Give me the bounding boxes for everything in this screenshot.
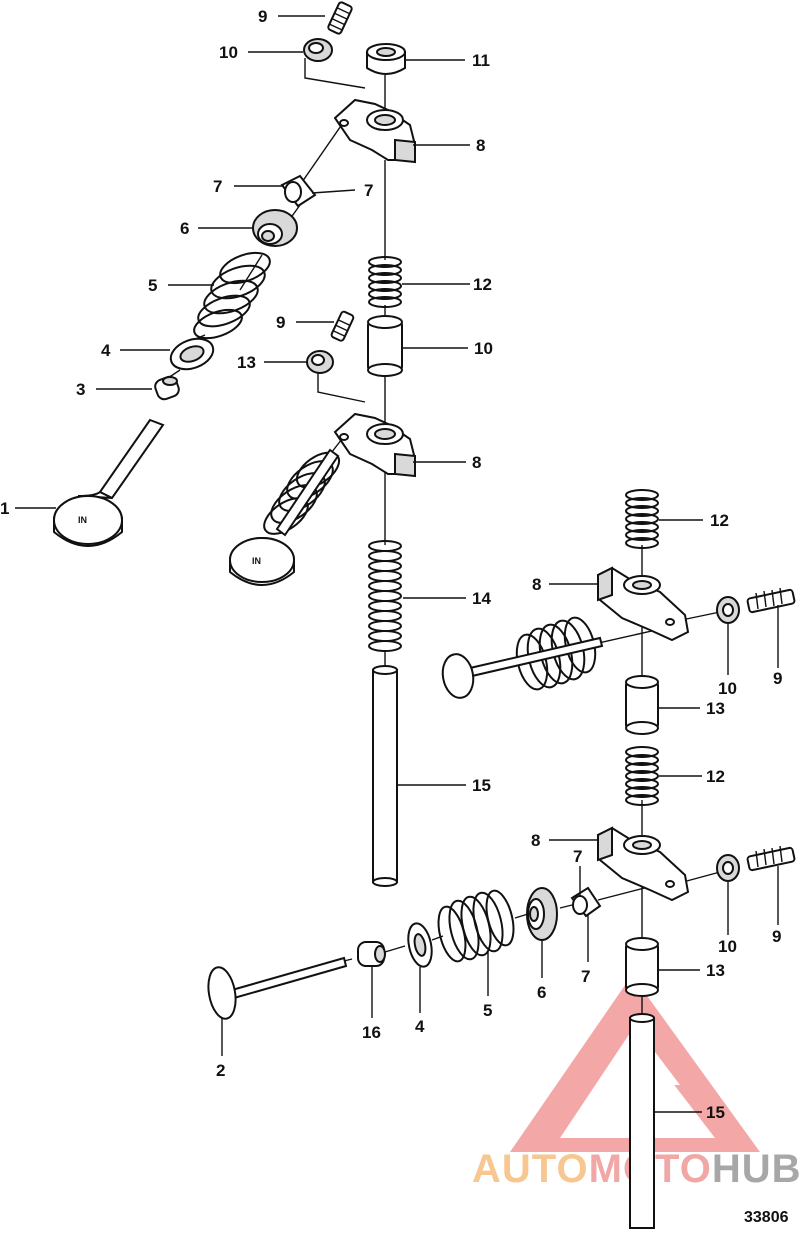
spring-cap — [366, 43, 406, 75]
callout-10: 10 — [718, 679, 737, 698]
rocker-arm-second — [333, 412, 417, 478]
rocker-spring-top — [368, 256, 402, 308]
callout-12: 12 — [710, 511, 729, 530]
rocker-spring-right-upper — [625, 489, 659, 549]
intake-valve-left: IN — [53, 418, 165, 547]
adjusting-screw-right-lower — [746, 845, 796, 872]
figure-number: 33806 — [744, 1209, 789, 1226]
callout-10: 10 — [718, 937, 737, 956]
watermark-triangle-logo — [510, 975, 760, 1152]
callout-7: 7 — [364, 181, 373, 200]
watermark-hub: HUB — [712, 1147, 800, 1191]
callout-6: 6 — [537, 983, 546, 1002]
callout-9: 9 — [276, 313, 285, 332]
valve-stem-seal-top — [154, 375, 180, 401]
callout-13: 10 — [474, 339, 493, 358]
callout-13: 13 — [706, 699, 725, 718]
callout-1: 1 — [0, 499, 9, 518]
leader-lines — [15, 15, 779, 1113]
callout-7: 7 — [581, 967, 590, 986]
watermark-auto: AUTO — [472, 1147, 589, 1191]
callout-2: 2 — [216, 1061, 225, 1080]
callout-4: 4 — [415, 1017, 425, 1036]
callout-5: 5 — [483, 1001, 492, 1020]
intake-valve-stamp: IN — [78, 515, 87, 525]
callout-8: 8 — [531, 831, 540, 850]
adjusting-screw-second — [330, 310, 355, 342]
callout-9: 9 — [258, 7, 267, 26]
callout-12: 12 — [706, 767, 725, 786]
callout-11: 11 — [472, 51, 490, 70]
pushrod-guide-right-upper — [625, 675, 659, 735]
valve-keepers-top — [280, 174, 317, 208]
intake-valve-assembly-stamp: IN — [252, 556, 261, 566]
rocker-arm-right-lower — [596, 826, 690, 902]
pushrod-right — [629, 1013, 655, 1229]
valve-stem-seal-lower — [357, 941, 386, 967]
rocker-arm-right-upper — [596, 566, 690, 642]
valve-spring-top — [193, 251, 271, 340]
spring-seat-washer-top — [169, 337, 215, 371]
spring-retainer-lower — [526, 887, 558, 941]
rocker-arm-top — [333, 98, 417, 164]
callout-8: 8 — [532, 575, 541, 594]
callout-3: 3 — [76, 380, 85, 399]
pushrod-guide-top — [367, 315, 403, 377]
pushrod-spring — [368, 540, 402, 652]
callout-12: 12 — [473, 275, 492, 294]
lock-nut-second — [306, 350, 334, 374]
intake-valve-assembly: IN — [229, 448, 341, 586]
callout-labels: 9 10 11 8 7 7 6 12 5 9 10 13 4 3 8 1 14 … — [0, 7, 782, 1122]
callout-8: 8 — [472, 453, 481, 472]
callout-16: 16 — [362, 1023, 381, 1042]
lock-nut-top — [303, 38, 333, 62]
adjusting-screw-right-upper — [746, 587, 796, 614]
pushrod-guide-right-lower — [625, 937, 659, 997]
spring-retainer-top — [252, 209, 298, 247]
callout-7: 7 — [573, 847, 582, 866]
valve-keepers-lower — [570, 886, 602, 918]
callout-14: 14 — [472, 589, 491, 608]
callout-9: 9 — [773, 669, 782, 688]
callout-6: 6 — [180, 219, 189, 238]
exhaust-valve-lower — [207, 956, 348, 1020]
rocker-spring-right-lower — [625, 746, 659, 806]
callout-9: 9 — [772, 927, 781, 946]
pushrod-center — [372, 665, 398, 887]
adjusting-screw-top — [327, 1, 353, 35]
callout-10: 13 — [237, 353, 256, 372]
callout-4: 4 — [101, 341, 111, 360]
exhaust-valve-assembly-upper — [441, 616, 604, 699]
lock-nut-right-lower — [716, 854, 740, 882]
callout-7: 7 — [213, 177, 222, 196]
callout-15: 15 — [472, 776, 491, 795]
valve-spring-lower — [437, 889, 515, 963]
callout-10: 10 — [219, 43, 238, 62]
callout-15: 15 — [706, 1103, 725, 1122]
lock-nut-right-upper — [716, 596, 740, 624]
callout-13: 13 — [706, 961, 725, 980]
callout-8: 8 — [476, 136, 485, 155]
callout-5: 5 — [148, 276, 157, 295]
spring-seat-washer-lower — [407, 922, 433, 968]
